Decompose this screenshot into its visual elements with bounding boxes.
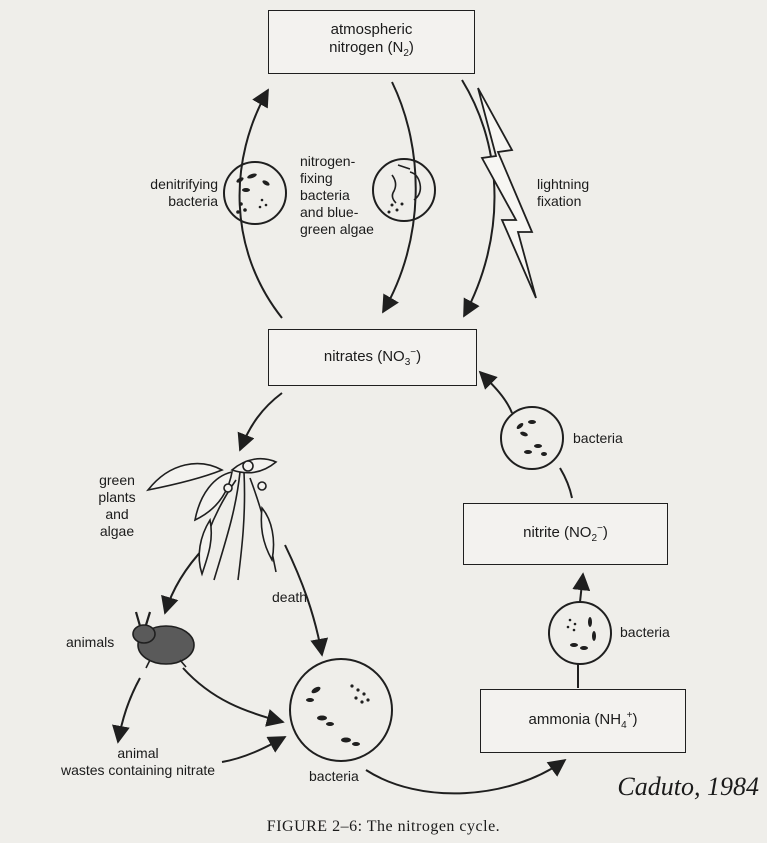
atmospheric-close: ) [409, 39, 414, 56]
plants-line2: plants [98, 489, 135, 505]
arrow-ammonia-to-nitrite-upper [580, 574, 583, 602]
ammonia-label: ammonia (NH [529, 711, 622, 728]
nitrite-subscript: 2 [591, 533, 597, 544]
lightning-bolt-icon [478, 88, 536, 298]
arrow-denitrification [240, 90, 282, 318]
arrow-nitrite-to-bacteria [560, 468, 572, 498]
nitrite-box: nitrite (NO2−) [463, 503, 668, 565]
fixing-line3: bacteria [300, 187, 350, 203]
nitrite-label: nitrite (NO [523, 524, 591, 541]
atmospheric-nitrogen-label: atmospheric nitrogen (N2) [329, 21, 414, 63]
arrow-animals-to-wastes [118, 678, 140, 742]
nitrifying-bacteria-upper-icon [501, 407, 563, 469]
plants-line1: green [99, 472, 135, 488]
arrow-animals-to-bacteria [183, 668, 283, 722]
ammonia-box: ammonia (NH4+) [480, 689, 686, 753]
ammonia-close: ) [632, 711, 637, 728]
nitrates-subscript: 3 [405, 357, 411, 368]
nitrifying-bacteria-lower-icon [549, 602, 611, 664]
rabbit-animal-icon [133, 612, 194, 668]
atmospheric-line2: nitrogen (N [329, 39, 403, 56]
ammonia-subscript: 4 [621, 720, 627, 731]
decomposer-bacteria-icon [290, 659, 392, 761]
death-label: death [272, 589, 307, 606]
denitrifying-text: denitrifying [150, 176, 218, 192]
fixing-line5: green algae [300, 221, 374, 237]
figure-caption: FIGURE 2–6: The nitrogen cycle. [0, 818, 767, 836]
nitrates-label: nitrates (NO [324, 348, 405, 365]
credit-text: Caduto, 1984 [617, 772, 759, 802]
wastes-line2: wastes containing nitrate [61, 762, 215, 778]
animals-label: animals [66, 634, 114, 651]
green-plant-icon [148, 459, 276, 580]
nitrite-close: ) [603, 524, 608, 541]
lightning-fixation-label: lightning fixation [537, 176, 617, 210]
animal-wastes-label: animal wastes containing nitrate [48, 745, 228, 779]
arrow-nitrates-to-plants [240, 393, 282, 450]
atmospheric-nitrogen-box: atmospheric nitrogen (N2) [268, 10, 475, 74]
nitrogen-fixing-label: nitrogen- fixing bacteria and blue- gree… [300, 153, 380, 238]
denitrifying-bacteria-text: bacteria [168, 193, 218, 209]
arrow-bacteria-to-ammonia [366, 760, 565, 793]
bacteria-nitrite-to-nitrate-label: bacteria [573, 430, 623, 447]
arrow-nitrogen-fixation [383, 82, 416, 312]
decomposer-bacteria-label: bacteria [309, 768, 359, 785]
arrow-wastes-to-bacteria [222, 737, 285, 762]
nitrogen-fixing-bacteria-icon [373, 159, 435, 221]
bacteria-ammonia-to-nitrite-label: bacteria [620, 624, 670, 641]
fixing-line1: nitrogen- [300, 153, 355, 169]
atmospheric-line1: atmospheric [331, 21, 413, 38]
fixing-line2: fixing [300, 170, 333, 186]
denitrifying-bacteria-label: denitrifying bacteria [118, 176, 218, 210]
denitrifying-bacteria-icon [224, 162, 286, 224]
nitrates-close: ) [416, 348, 421, 365]
fixing-line4: and blue- [300, 204, 358, 220]
arrow-bacteria-to-nitrates [480, 372, 512, 413]
lightning-line1: lightning [537, 176, 589, 192]
nitrates-box: nitrates (NO3−) [268, 329, 477, 386]
lightning-line2: fixation [537, 193, 581, 209]
plants-line3: and [105, 506, 128, 522]
plants-line4: algae [100, 523, 134, 539]
green-plants-label: green plants and algae [82, 472, 152, 540]
wastes-line1: animal [117, 745, 158, 761]
